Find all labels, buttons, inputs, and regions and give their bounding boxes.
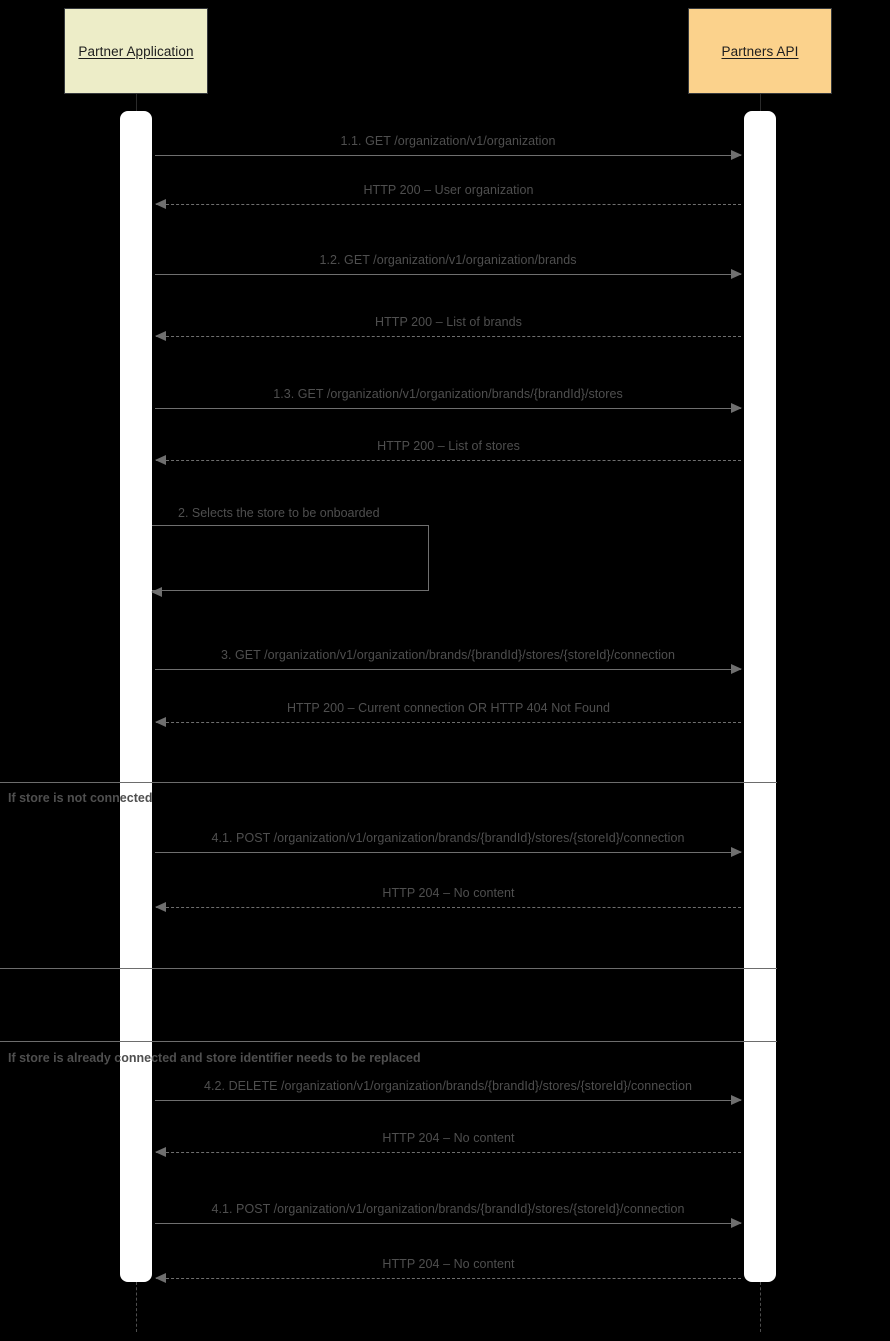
message-label: 1.3. GET /organization/v1/organization/b… bbox=[273, 387, 623, 401]
lifeline-stub-partner-application bbox=[136, 94, 137, 111]
message-label: HTTP 204 – No content bbox=[382, 886, 515, 900]
message-label: HTTP 200 – List of stores bbox=[377, 439, 520, 453]
participant-partners-api[interactable]: Partners API bbox=[688, 8, 832, 94]
message-line bbox=[155, 669, 741, 670]
self-message-selects-store[interactable]: 2. Selects the store to be onboarded bbox=[151, 506, 429, 597]
participant-partner-application-label: Partner Application bbox=[78, 43, 194, 59]
message-label: HTTP 200 – List of brands bbox=[375, 315, 522, 329]
fragment-label-not-connected: If store is not connected bbox=[8, 791, 153, 805]
arrowhead-left-icon bbox=[155, 1147, 166, 1157]
message-line bbox=[156, 1278, 741, 1279]
arrowhead-left-icon bbox=[155, 331, 166, 341]
arrowhead-right-icon bbox=[731, 847, 742, 857]
fragment-divider bbox=[0, 1041, 777, 1042]
arrowhead-right-icon bbox=[731, 269, 742, 279]
lifeline-stub-partners-api bbox=[760, 94, 761, 111]
arrowhead-left-icon bbox=[155, 717, 166, 727]
fragment-divider bbox=[0, 782, 777, 783]
message-label: 1.1. GET /organization/v1/organization bbox=[340, 134, 556, 148]
arrowhead-right-icon bbox=[731, 403, 742, 413]
participant-partners-api-label: Partners API bbox=[721, 43, 799, 59]
message-label: 4.2. DELETE /organization/v1/organizatio… bbox=[204, 1079, 692, 1093]
message-label: HTTP 204 – No content bbox=[382, 1257, 515, 1271]
message-line bbox=[155, 274, 741, 275]
arrowhead-right-icon bbox=[731, 664, 742, 674]
arrowhead-left-icon bbox=[155, 902, 166, 912]
message-line bbox=[156, 204, 741, 205]
message-label: HTTP 200 – Current connection OR HTTP 40… bbox=[286, 701, 611, 715]
message-label: 3. GET /organization/v1/organization/bra… bbox=[220, 648, 676, 662]
activation-bar-partner-application bbox=[120, 111, 152, 1282]
message-line bbox=[155, 1100, 741, 1101]
lifeline-tail-partners-api bbox=[760, 1282, 761, 1332]
message-label: HTTP 200 – User organization bbox=[363, 183, 534, 197]
arrowhead-right-icon bbox=[731, 150, 742, 160]
arrowhead-left-icon bbox=[155, 1273, 166, 1283]
message-line bbox=[156, 1152, 741, 1153]
message-label: 1.2. GET /organization/v1/organization/b… bbox=[319, 253, 577, 267]
lifeline-tail-partner-application bbox=[136, 1282, 137, 1332]
message-line bbox=[155, 155, 741, 156]
arrowhead-right-icon bbox=[731, 1218, 742, 1228]
arrowhead-left-icon bbox=[155, 199, 166, 209]
message-label: 4.1. POST /organization/v1/organization/… bbox=[211, 831, 685, 845]
arrowhead-right-icon bbox=[731, 1095, 742, 1105]
fragment-divider bbox=[0, 968, 777, 969]
arrowhead-left-icon bbox=[151, 586, 162, 597]
message-label: 2. Selects the store to be onboarded bbox=[178, 506, 380, 520]
message-line bbox=[156, 336, 741, 337]
participant-partner-application[interactable]: Partner Application bbox=[64, 8, 208, 94]
self-message-loop bbox=[152, 525, 429, 591]
fragment-label-already-connected: If store is already connected and store … bbox=[8, 1051, 421, 1065]
activation-bar-partners-api bbox=[744, 111, 776, 1282]
message-line bbox=[155, 408, 741, 409]
message-line bbox=[156, 722, 741, 723]
message-line bbox=[156, 907, 741, 908]
arrowhead-left-icon bbox=[155, 455, 166, 465]
message-label: HTTP 204 – No content bbox=[382, 1131, 515, 1145]
message-line bbox=[155, 1223, 741, 1224]
message-line bbox=[156, 460, 741, 461]
message-label: 4.1. POST /organization/v1/organization/… bbox=[211, 1202, 685, 1216]
message-line bbox=[155, 852, 741, 853]
